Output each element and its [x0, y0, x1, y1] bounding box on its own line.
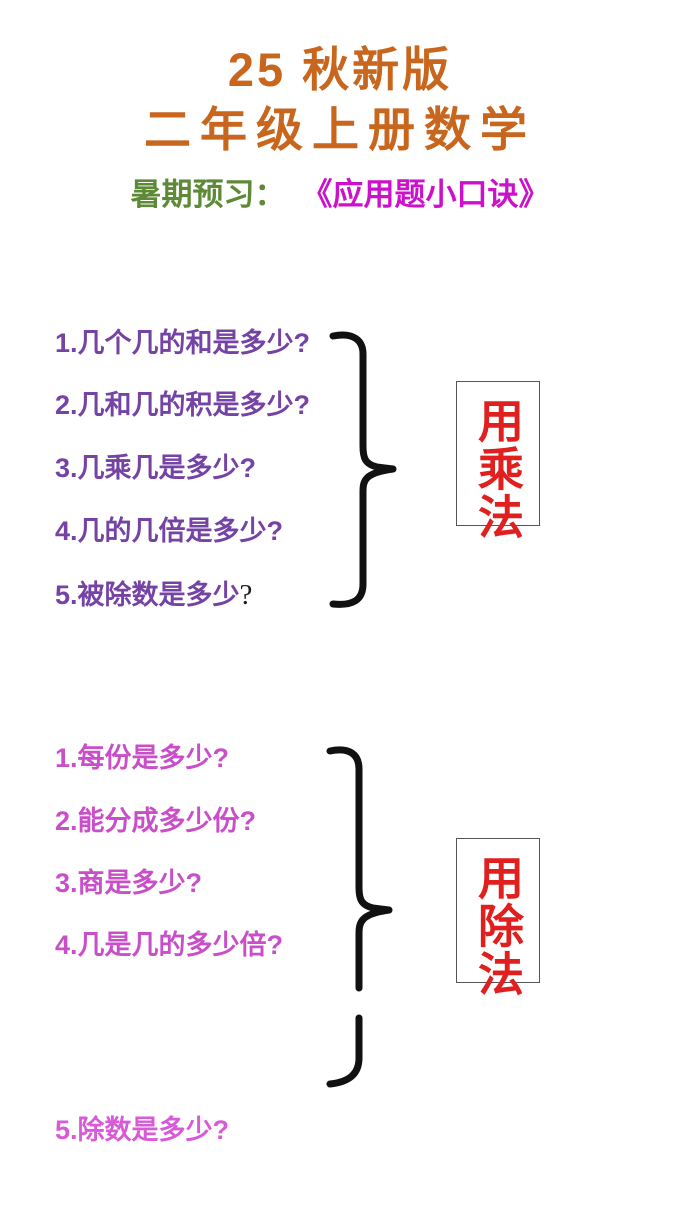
page-title-line2: 二年级上册数学 — [144, 103, 536, 156]
question-division-3: 3.商是多少? — [55, 868, 203, 898]
label-multiplication: 用乘法 — [472, 397, 524, 541]
question-multiplication-5: 5.被除数是多少? — [55, 581, 252, 610]
subtitle-label: 暑期预习： — [130, 177, 286, 212]
question-division-2: 2.能分成多少份? — [55, 806, 257, 836]
question-division-5: 5.除数是多少? — [55, 1115, 230, 1145]
label-box-multiplication: 用乘法 — [456, 381, 540, 541]
question-multiplication-5-mark: ? — [239, 579, 253, 611]
label-division: 用除法 — [472, 854, 524, 998]
question-multiplication-4: 4.几的几倍是多少? — [55, 516, 284, 546]
brace-multiplication — [329, 331, 397, 608]
question-division-4: 4.几是几的多少倍? — [55, 930, 284, 960]
question-multiplication-3: 3.几乘几是多少? — [55, 453, 257, 483]
label-box-division: 用除法 — [456, 838, 540, 998]
subtitle-book-title: 《应用题小口诀》 — [301, 177, 550, 212]
question-multiplication-5-text: 5.被除数是多少 — [55, 580, 240, 610]
question-division-1: 1.每份是多少? — [55, 743, 230, 773]
question-multiplication-2: 2.几和几的积是多少? — [55, 390, 311, 420]
subtitle-row: 暑期预习： 《应用题小口诀》 — [0, 177, 680, 212]
page-title-line1: 25 秋新版 — [227, 43, 453, 96]
question-multiplication-1: 1.几个几的和是多少? — [55, 328, 311, 358]
brace-division — [326, 746, 393, 1088]
